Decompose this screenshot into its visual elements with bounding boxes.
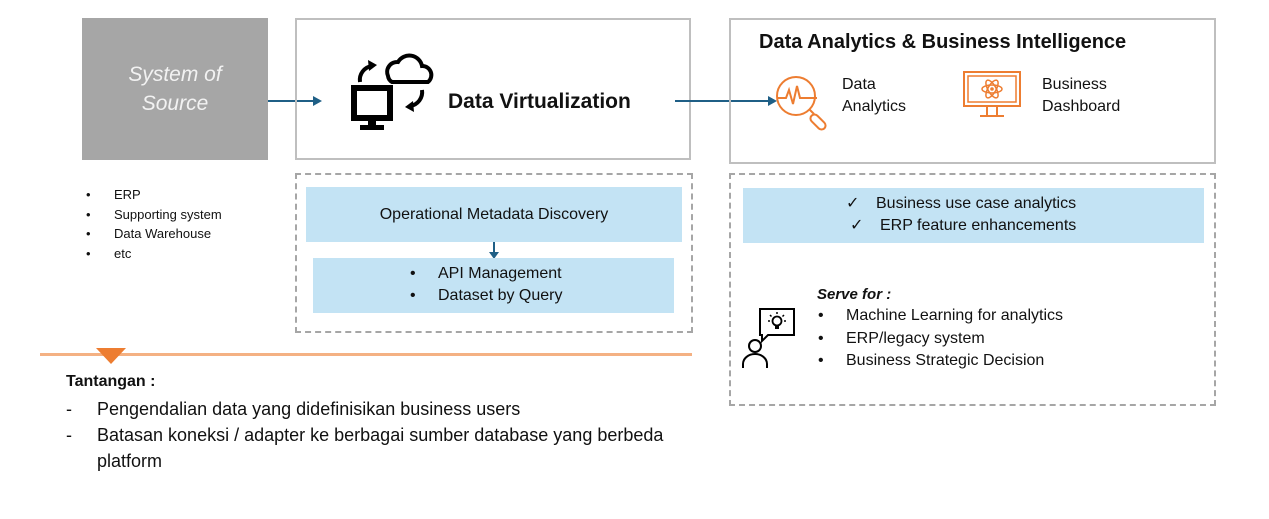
system-of-source-title: System of Source (128, 63, 222, 115)
dv-output-item: •Dataset by Query (410, 287, 563, 304)
serve-for-item: •Machine Learning for analytics (818, 307, 1064, 324)
dv-details-box (295, 173, 693, 333)
challenge-item: -Batasan koneksi / adapter ke berbagai s… (66, 425, 664, 471)
magnifier-pulse-icon (776, 76, 827, 131)
arrow-dv-to-bi (675, 100, 769, 102)
use-case-item: ✓ERP feature enhancements (846, 215, 1076, 237)
system-of-source-box: System of Source (82, 18, 268, 160)
challenges-title: Tantangan : (66, 373, 156, 390)
use-cases-panel: ✓Business use case analytics ✓ERP featur… (743, 188, 1204, 243)
data-virtualization-box (295, 18, 691, 160)
serve-for-item: •ERP/legacy system (818, 329, 985, 347)
serve-for-item: •Business Strategic Decision (818, 352, 1045, 369)
challenges-divider (40, 353, 692, 356)
source-list-item: •etc (86, 245, 132, 261)
analytics-bi-box (729, 18, 1216, 164)
computer-cloud-sync-icon (351, 53, 434, 130)
dv-outputs-panel: •API Management •Dataset by Query (313, 258, 674, 313)
arrow-source-to-dv (268, 100, 314, 102)
metadata-discovery-panel: Operational Metadata Discovery (306, 187, 682, 242)
check-icon: ✓ (850, 217, 864, 234)
analytics-bi-title: Data Analytics & Business Intelligence (759, 31, 1127, 53)
use-case-item: ✓Business use case analytics (846, 193, 1076, 215)
check-icon: ✓ (846, 195, 860, 212)
challenges-list: -Pengendalian data yang didefinisikan bu… (66, 396, 706, 474)
business-dashboard-label: Business Dashboard (1042, 76, 1121, 115)
bi-details-box (729, 173, 1216, 406)
arrow-down-icon (489, 252, 499, 259)
source-list-item: •Data Warehouse (86, 226, 212, 241)
serve-for-list: •Machine Learning for analytics •ERP/leg… (818, 305, 1063, 373)
dv-output-item: •API Management (410, 265, 562, 282)
data-analytics-label: Data Analytics (842, 76, 907, 115)
source-list: •ERP •Supporting system •Data Warehouse … (86, 185, 222, 263)
data-virtualization-title: Data Virtualization (448, 90, 631, 113)
triangle-marker-icon (96, 348, 126, 364)
arrow-head-icon (313, 96, 322, 106)
person-idea-icon (742, 308, 795, 368)
challenge-item: -Pengendalian data yang didefinisikan bu… (66, 399, 521, 419)
arrow-down-line (493, 242, 495, 253)
source-list-item: •Supporting system (86, 206, 222, 222)
source-list-item: •ERP (86, 187, 141, 202)
serve-for-title: Serve for : (817, 286, 892, 303)
arrow-head-icon (768, 96, 777, 106)
monitor-atom-icon (963, 71, 1021, 117)
